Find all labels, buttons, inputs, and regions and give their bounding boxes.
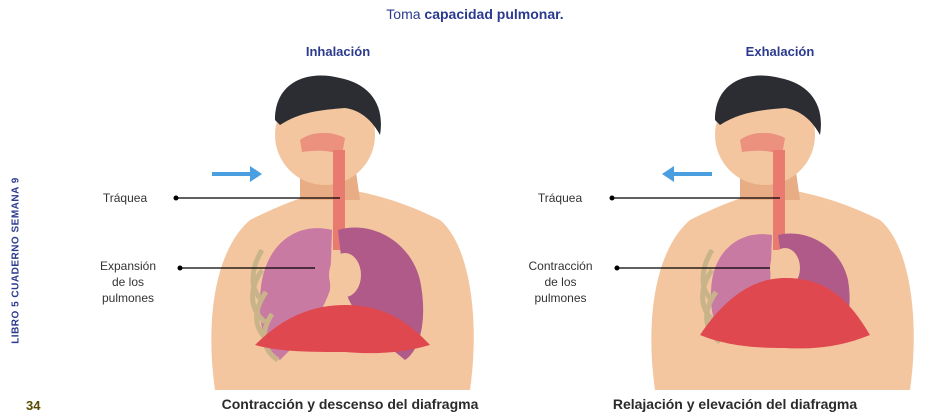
heart-left <box>329 253 361 297</box>
figure-inhalation <box>174 75 474 390</box>
label-lungs-inhalation: Expansión de los pulmones <box>78 258 178 306</box>
page-number: 34 <box>26 398 40 413</box>
label-lungs-line1: Contracción <box>508 258 613 274</box>
label-lungs-exhalation: Contracción de los pulmones <box>508 258 613 306</box>
label-lungs-line2: de los <box>508 274 613 290</box>
label-lungs-line3: pulmones <box>508 290 613 306</box>
label-lungs-line2: de los <box>78 274 178 290</box>
label-lungs-line3: pulmones <box>78 290 178 306</box>
caption-inhalation: Contracción y descenso del diafragma <box>140 396 560 412</box>
spine-text: LIBRO 5 CUADERNO SEMANA 9 <box>11 161 22 361</box>
panel-title-exhalation: Exhalación <box>660 44 900 59</box>
panel-title-inhalation: Inhalación <box>218 44 458 59</box>
airflow-arrow-left <box>212 166 262 182</box>
label-trachea-exhalation: Tráquea <box>515 190 605 206</box>
label-trachea-inhalation: Tráquea <box>80 190 170 206</box>
figure-exhalation <box>610 75 914 390</box>
label-lungs-line1: Expansión <box>78 258 178 274</box>
caption-exhalation: Relajación y elevación del diafragma <box>525 396 945 412</box>
airflow-arrow-right <box>662 166 712 182</box>
